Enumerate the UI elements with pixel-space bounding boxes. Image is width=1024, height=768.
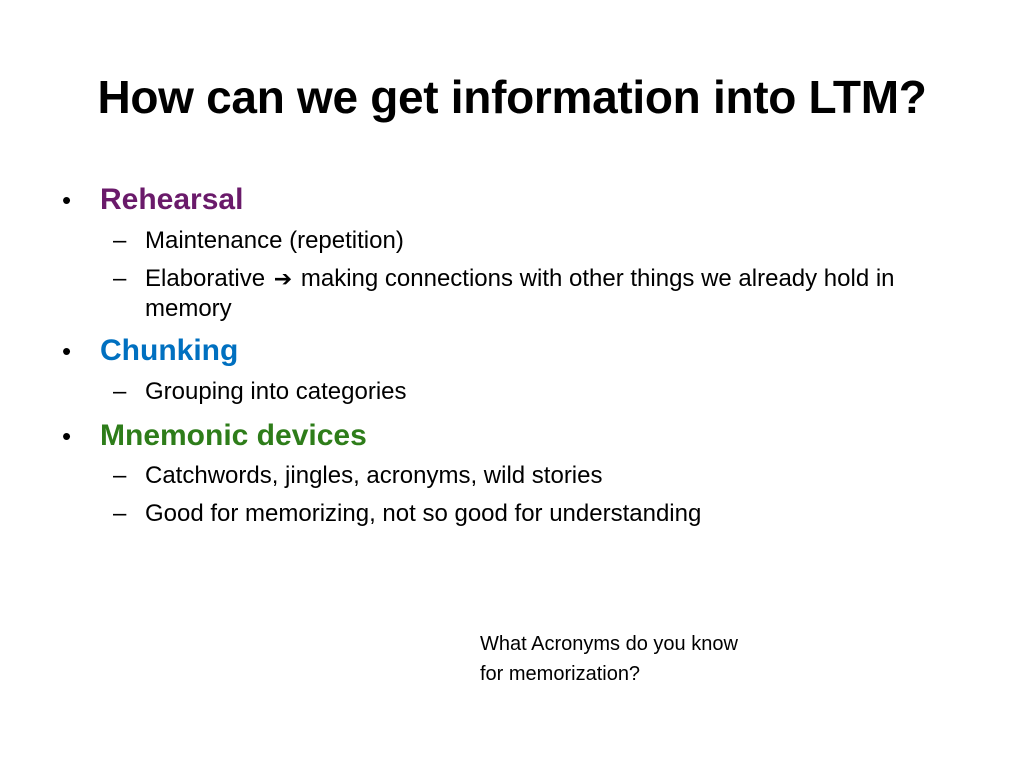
sub-text-after: making connections with other things we … [145,265,895,322]
sub-text-before: Elaborative [145,265,266,292]
bullet-label-chunking: Chunking [100,334,239,367]
bullet-dot: • [62,185,72,215]
sub-dash: – [113,265,127,292]
bullet-label-mnemonic: Mnemonic devices [100,419,367,452]
bullet-chunking: • Chunking [62,333,238,369]
arrow-right-icon: ➔ [273,266,293,291]
bullet-label-rehearsal: Rehearsal [100,183,244,216]
sub-item-elaborative: – Elaborative ➔ making connections with … [113,264,985,324]
note-line: What Acronyms do you know [480,633,738,655]
sub-text: Good for memorizing, not so good for und… [145,500,702,527]
sub-dash: – [113,378,127,405]
sub-item-grouping: – Grouping into categories [113,377,985,407]
bullet-dot: • [62,421,72,451]
sub-text: Elaborative ➔ making connections with ot… [145,264,985,324]
slide-title: How can we get information into LTM? [97,71,927,123]
sub-item-catchwords: – Catchwords, jingles, acronyms, wild st… [113,461,985,491]
sub-text: Catchwords, jingles, acronyms, wild stor… [145,462,603,489]
bullet-rehearsal: • Rehearsal [62,182,243,218]
sub-dash: – [113,500,127,527]
sub-item-good-for-memorizing: – Good for memorizing, not so good for u… [113,499,985,529]
note-line: for memorization? [480,663,641,685]
sub-dash: – [113,462,127,489]
note-textbox: What Acronyms do you know for memorizati… [480,629,810,689]
bullet-dot: • [62,336,72,366]
sub-dash: – [113,227,127,254]
sub-text: Maintenance (repetition) [145,227,404,254]
sub-item-maintenance: – Maintenance (repetition) [113,226,985,256]
sub-text: Grouping into categories [145,378,407,405]
bullet-mnemonic-devices: • Mnemonic devices [62,418,367,454]
